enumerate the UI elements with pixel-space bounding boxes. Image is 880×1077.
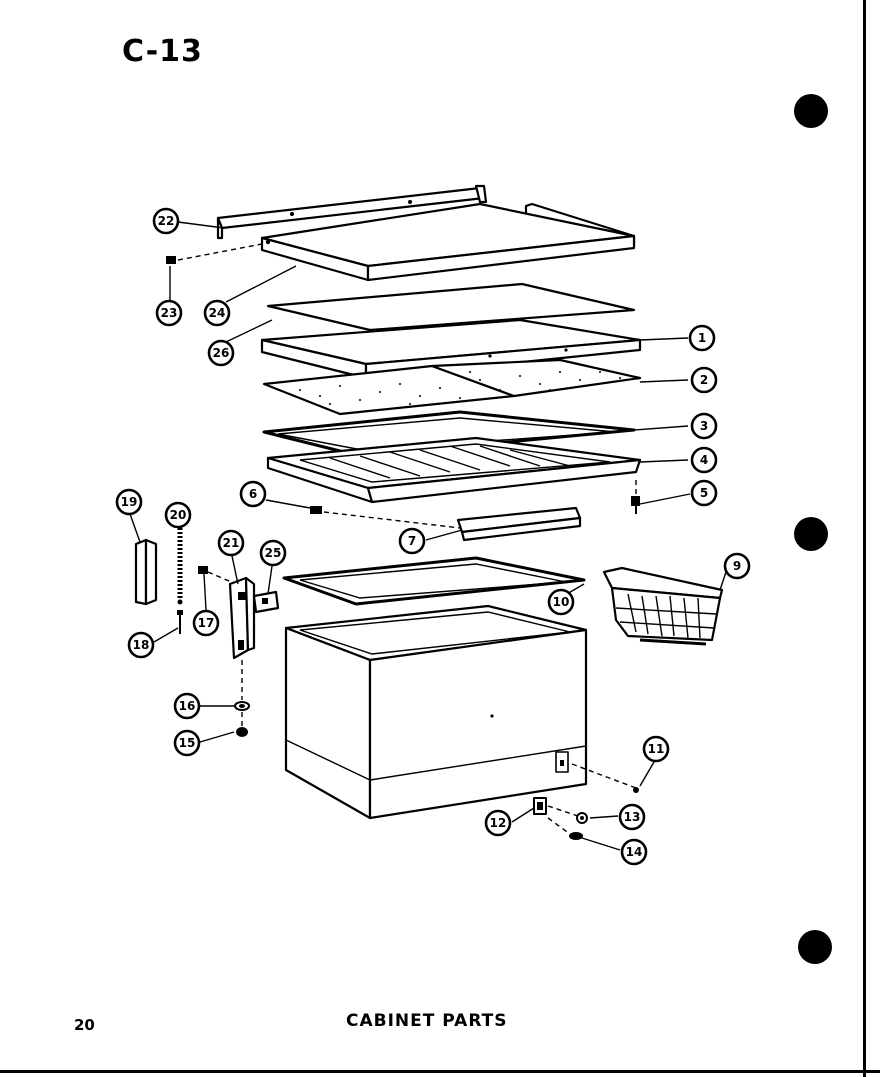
callout-20: 20 [164,501,192,529]
svg-text:10: 10 [553,595,570,609]
svg-text:17: 17 [198,616,215,630]
svg-text:14: 14 [626,845,643,859]
page-border-bottom [0,1070,880,1073]
svg-text:15: 15 [179,736,196,750]
svg-text:20: 20 [170,508,187,522]
svg-text:13: 13 [624,810,641,824]
svg-text:18: 18 [133,638,150,652]
callout-14: 14 [620,838,648,866]
part-washer-nut [234,660,250,737]
part-hinge-bracket [252,590,280,614]
callout-23: 22 [152,207,180,235]
punch-hole-icon [794,517,828,551]
svg-text:6: 6 [249,487,257,501]
callout-1: 1 [688,324,716,352]
callout-9: 9 [723,552,751,580]
part-cabinet [284,604,588,820]
part-screw [631,480,640,514]
svg-text:19: 19 [121,495,138,509]
callout-18: 18 [127,631,155,659]
callout-5: 5 [690,479,718,507]
callout-4: 4 [690,446,718,474]
svg-text:5: 5 [700,486,708,500]
part-spring [177,523,183,605]
punch-hole-icon [798,930,832,964]
part-basket [602,566,724,646]
svg-text:4: 4 [700,453,708,467]
part-screw-small [310,506,461,529]
callout-3: 3 [690,412,718,440]
svg-text:24: 24 [209,306,226,320]
callout-11: 11 [642,735,670,763]
svg-text:21: 21 [223,536,240,550]
callout-17: 17 [192,609,220,637]
svg-text:11: 11 [648,742,665,756]
part-hinge-cover [134,538,158,606]
part-hinge [228,576,256,660]
page-title: C-13 [122,34,203,69]
part-drain-plug [571,763,639,793]
callout-15: 15 [173,729,201,757]
svg-text:23: 23 [161,306,178,320]
svg-text:9: 9 [733,559,741,573]
callout-6: 6 [239,480,267,508]
svg-text:3: 3 [700,419,708,433]
callout-16: 16 [173,692,201,720]
svg-text:22: 22 [158,214,175,228]
callout-26: 26 [207,339,235,367]
callout-25: 24 [203,299,231,327]
svg-text:12: 12 [490,816,507,830]
svg-text:26: 26 [213,346,230,360]
part-drain-hardware [533,797,588,840]
punch-hole-icon [794,94,828,128]
svg-text:25: 25 [265,546,282,560]
callout-10: 10 [547,588,575,616]
callout-24: 23 [155,299,183,327]
svg-text:1: 1 [698,331,706,345]
part-insulation-pads [262,358,642,416]
page-border-right [863,0,866,1077]
part-lid-frame [260,202,636,282]
part-lid-liner [266,282,636,332]
callout-13: 13 [618,803,646,831]
page-number: 20 [74,1016,95,1034]
part-hinge-screws [198,566,237,585]
svg-text:2: 2 [700,373,708,387]
svg-text:7: 7 [408,534,416,548]
callout-2: 2 [690,366,718,394]
svg-text:16: 16 [179,699,196,713]
callout-21: 21 [217,529,245,557]
callout-7: 7 [398,527,426,555]
callout-22: 25 [259,539,287,567]
part-pin [177,610,183,634]
diagram-caption: CABINET PARTS [346,1011,508,1031]
part-handle [456,506,582,542]
part-lid-liner-tray [266,436,642,504]
leader-lines [129,221,727,851]
part-lid-screw [166,243,263,264]
part-breaker-strip [282,556,586,606]
callout-12: 12 [484,809,512,837]
callout-19: 19 [115,488,143,516]
